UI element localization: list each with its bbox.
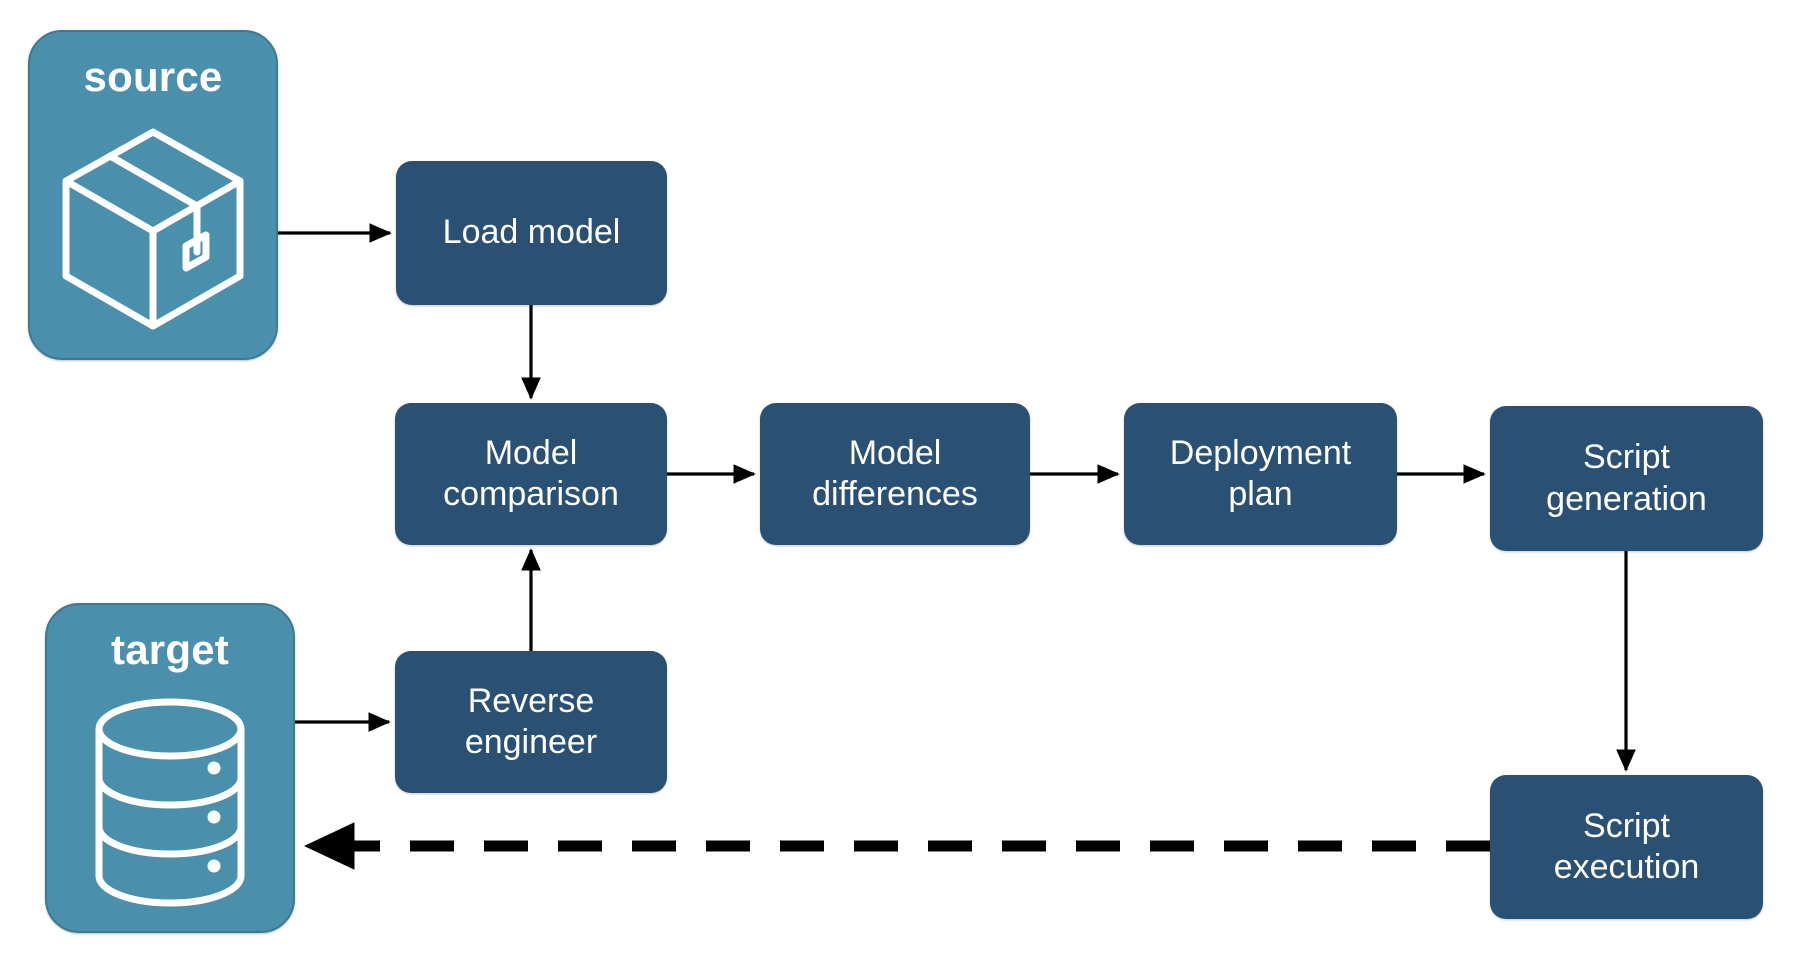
node-model-comparison-label: Model comparison [443, 433, 619, 513]
node-model-differences[interactable]: Model differences [760, 403, 1030, 545]
node-model-comparison[interactable]: Model comparison [395, 403, 667, 545]
node-script-execution-label: Script execution [1553, 806, 1700, 886]
node-reverse-engineer[interactable]: Reverse engineer [395, 651, 667, 793]
node-reverse-engineer-label: Reverse engineer [464, 681, 598, 761]
database-cylinder-icon [47, 673, 293, 931]
node-load-model-label: Load model [442, 213, 621, 252]
node-script-generation[interactable]: Script generation [1490, 406, 1763, 551]
endpoint-target-label: target [111, 626, 229, 673]
endpoint-source-label: source [83, 53, 223, 100]
node-deployment-plan-label: Deployment plan [1169, 433, 1352, 513]
node-deployment-plan[interactable]: Deployment plan [1124, 403, 1397, 545]
node-model-differences-label: Model differences [812, 433, 978, 513]
endpoint-source[interactable]: source [28, 30, 278, 360]
node-script-generation-label: Script generation [1546, 438, 1707, 518]
package-box-icon [30, 100, 276, 358]
endpoint-target[interactable]: target [45, 603, 295, 933]
node-load-model[interactable]: Load model [396, 161, 667, 305]
node-script-execution[interactable]: Script execution [1490, 775, 1763, 919]
